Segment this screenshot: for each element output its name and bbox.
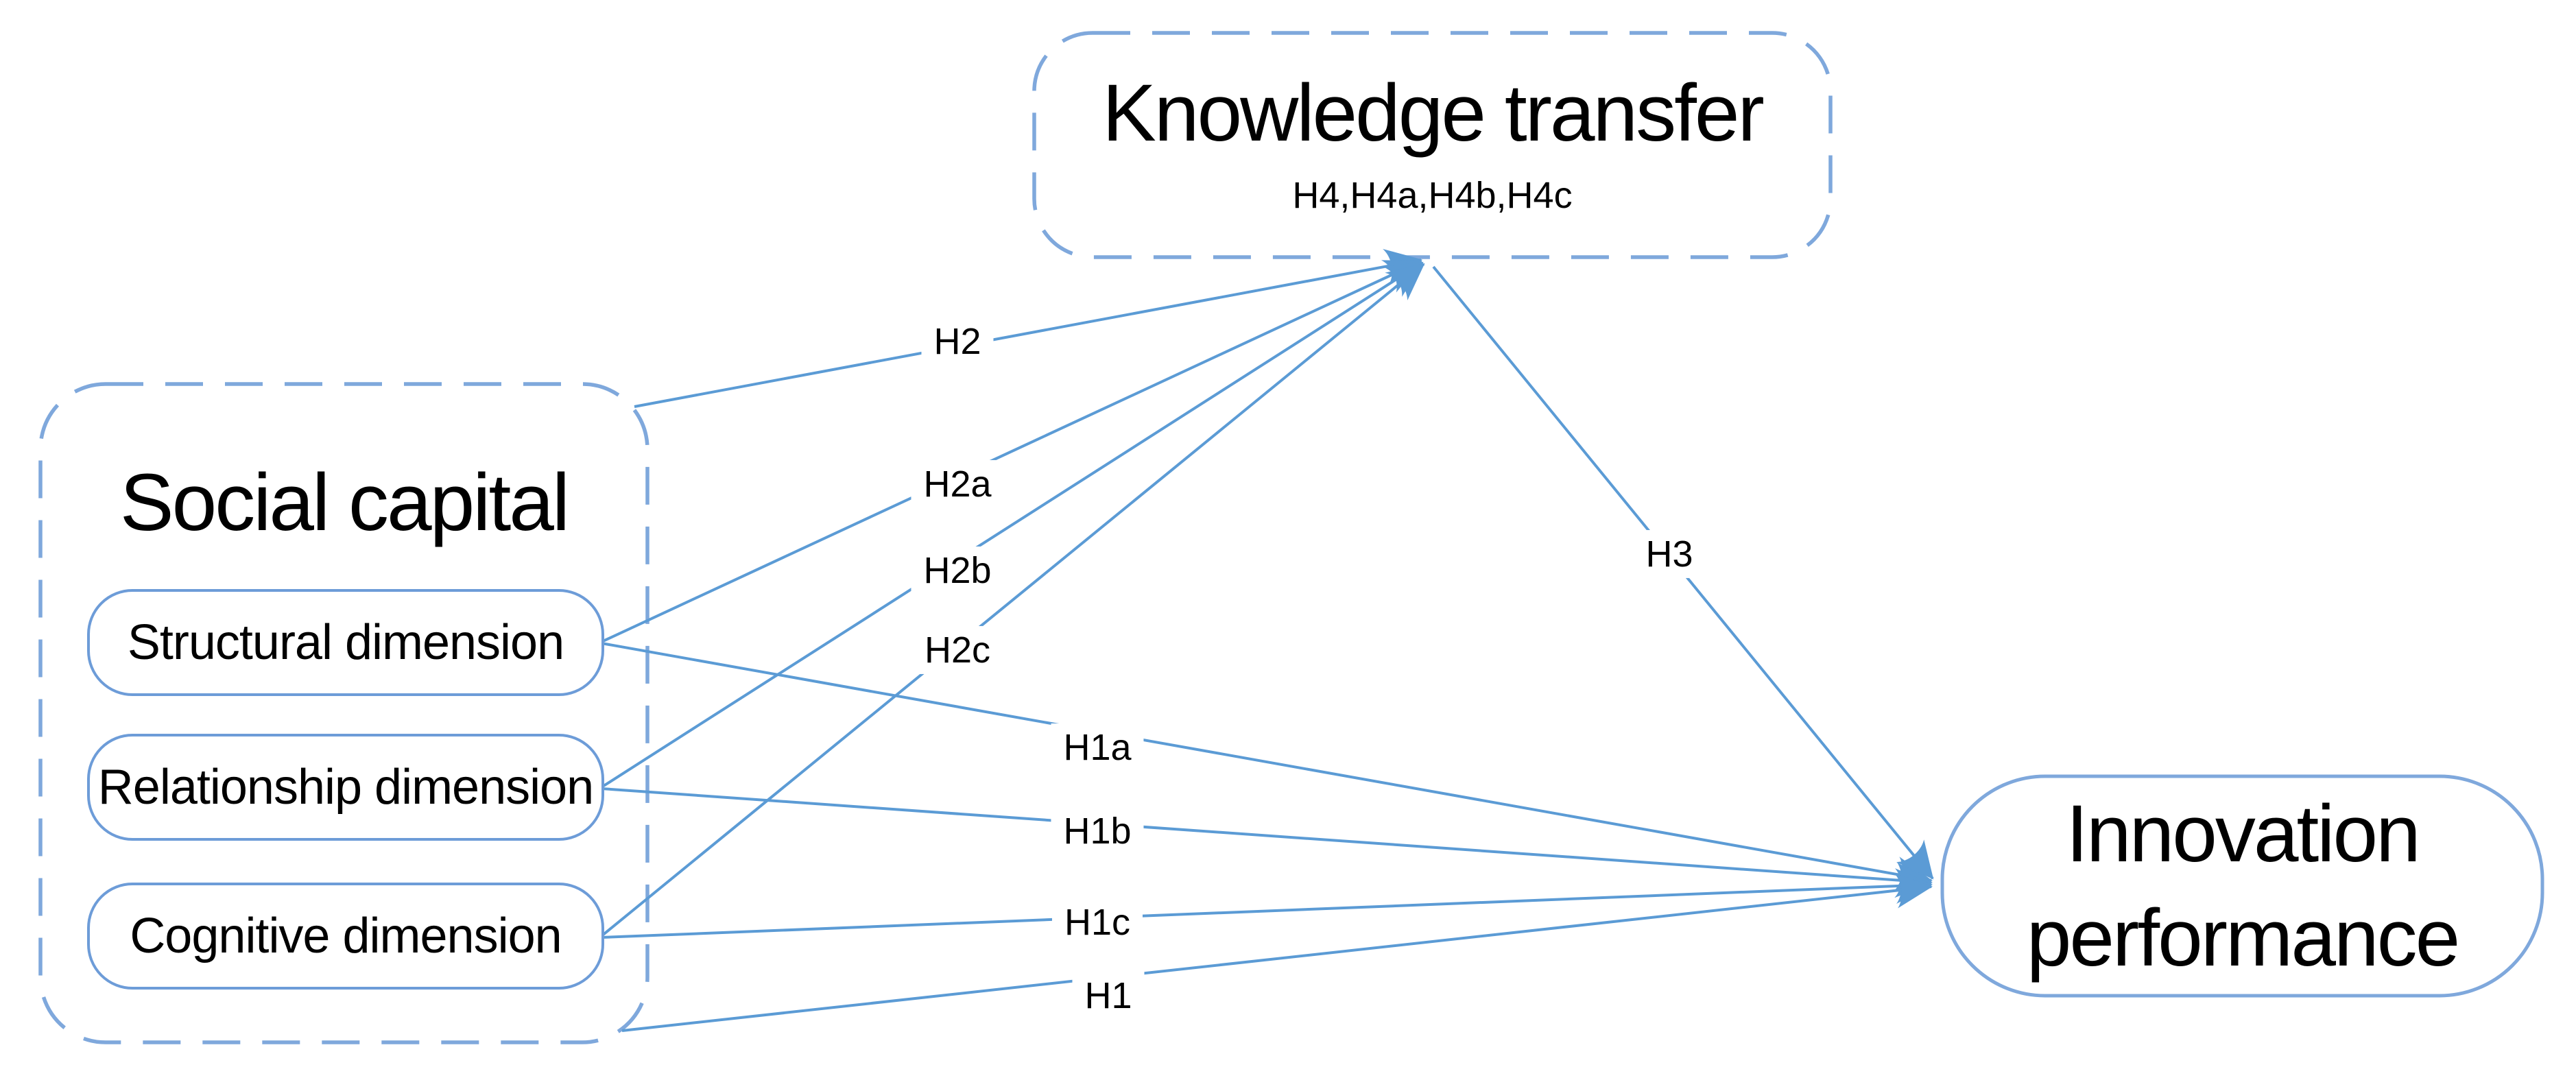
structural-dimension-box — [87, 589, 604, 696]
relationship-dimension-label: Relationship dimension — [97, 760, 594, 815]
edge-h2b-line — [600, 261, 1424, 789]
cognitive-dimension-box — [87, 883, 604, 990]
social-capital-title: Social capital — [119, 457, 570, 548]
innovation-performance-title-line1: Innovation — [2066, 789, 2421, 879]
edge-label-h2b: H2b — [911, 546, 1004, 595]
relationship-dimension-box — [87, 734, 604, 841]
edge-label-h2: H2 — [921, 317, 994, 366]
edge-h1a-line — [601, 642, 1933, 892]
edge-label-h2a: H2a — [911, 459, 1004, 509]
edge-label-h1: H1 — [1072, 971, 1145, 1020]
social-capital-box — [38, 382, 649, 1044]
knowledge-transfer-box — [1032, 31, 1833, 259]
innovation-performance-box — [1940, 774, 2544, 998]
edge-h1b-line — [601, 787, 1933, 898]
cognitive-dimension-label: Cognitive dimension — [130, 909, 562, 963]
edge-label-h1c: H1c — [1051, 898, 1143, 947]
edge-label-h3: H3 — [1633, 529, 1706, 579]
edge-label-h1a: H1a — [1051, 723, 1144, 772]
structural-dimension-label: Structural dimension — [127, 615, 564, 670]
edge-h2c-line — [600, 263, 1425, 937]
knowledge-transfer-title: Knowledge transfer — [1102, 68, 1765, 158]
edge-h2a-line — [601, 260, 1422, 643]
edge-h2-line — [634, 248, 1422, 408]
edge-h1c-line — [601, 868, 1933, 939]
edge-label-h2c: H2c — [911, 625, 1003, 675]
innovation-performance-title: Innovation performance — [1942, 776, 2542, 996]
innovation-performance-title-line2: performance — [2026, 893, 2460, 983]
edge-h1-line — [621, 872, 1933, 1032]
knowledge-transfer-subtitle: H4,H4a,H4b,H4c — [1292, 175, 1573, 216]
edge-label-h1b: H1b — [1051, 806, 1144, 856]
